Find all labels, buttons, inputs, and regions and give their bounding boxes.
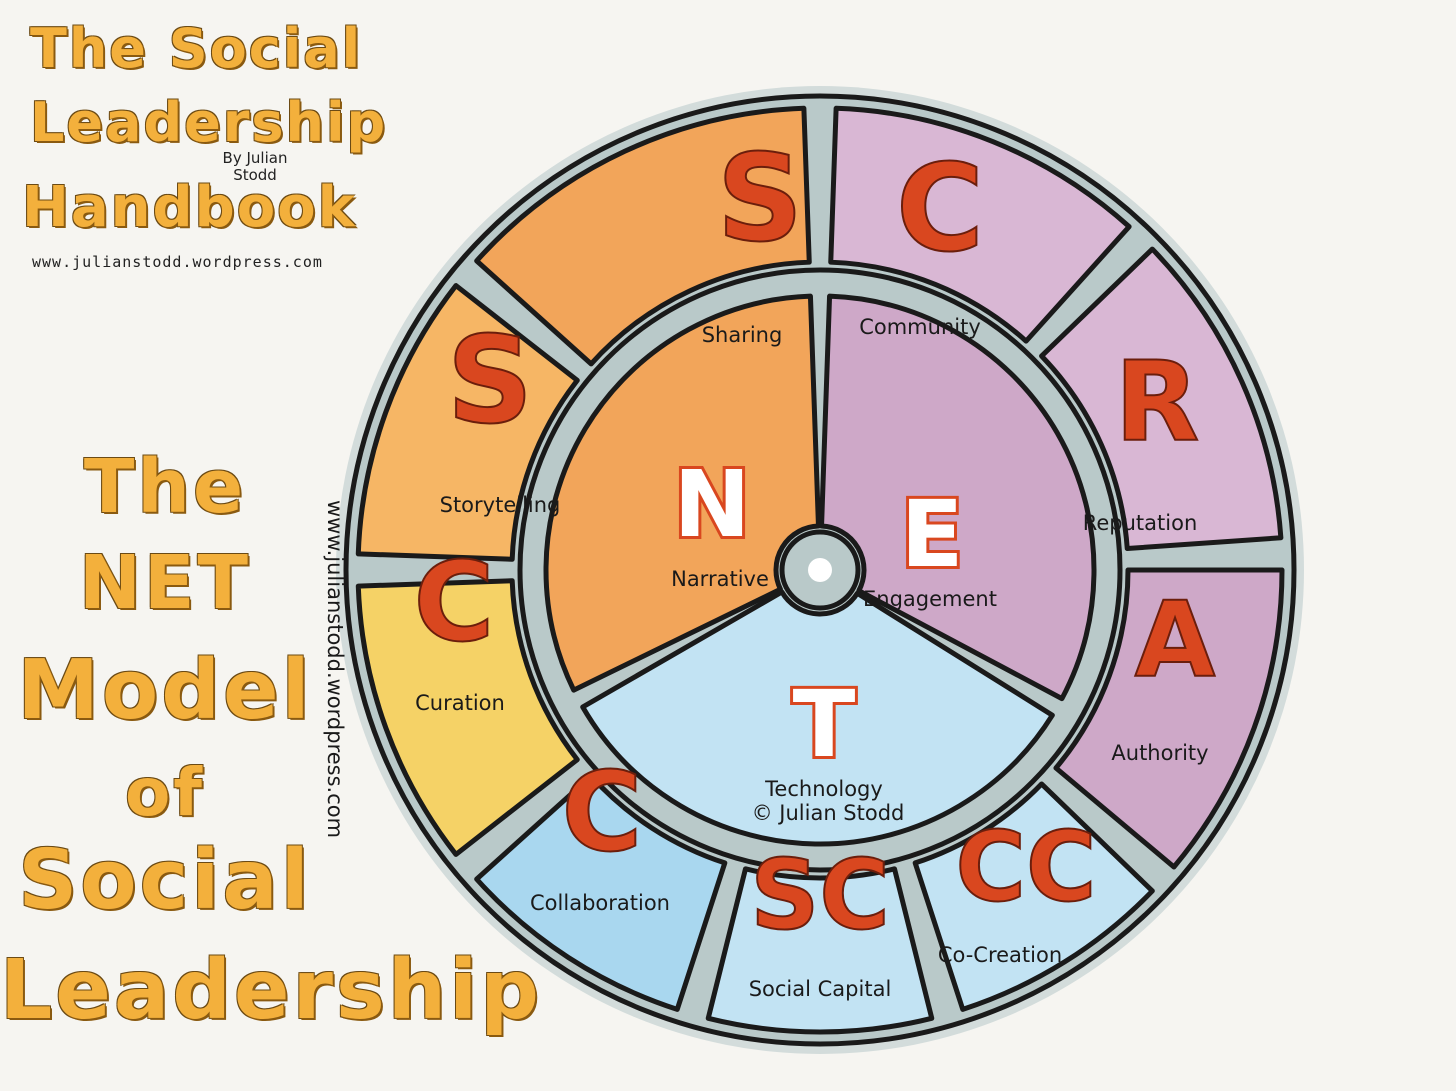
outer-segment-community [828,105,1132,344]
outer-label-community: Community [859,315,981,339]
inner-segment-engagement [819,293,1097,702]
net-model-wheel: SSharingCCommunityRReputationAAuthorityC… [323,86,1304,1054]
outer-letter-community: C [896,140,984,279]
outer-letter-collaboration: C [562,748,643,876]
inner-label-narrative: Narrative [671,567,769,591]
model-title-line-6: Leadership [0,943,542,1038]
outer-segment-social-capital [705,866,935,1035]
outer-segment-co-creation [912,781,1155,1012]
outer-letter-co-creation: CC [956,811,1097,923]
inner-segment-technology [580,589,1055,847]
website-text: www.julianstodd.wordpress.com [32,253,323,271]
byline: By Julian Stodd [222,149,288,185]
outer-label-curation: Curation [415,691,505,715]
outer-segment-storytelling [355,283,580,562]
inner-letter-engagement: E [901,481,964,588]
outer-label-storytelling: Storytelling [440,493,561,517]
book-title-line-2: Leadership [30,91,388,154]
outer-letter-social-capital: SC [750,839,890,951]
model-title-line-4: of [124,754,206,831]
outer-letter-sharing: S [717,130,803,269]
outer-segment-curation [355,578,580,857]
outer-letter-storytelling: S [447,312,533,451]
wheel-shapes [336,86,1304,1054]
model-title-line-2: NET [79,540,251,626]
inner-segment-narrative [543,293,821,693]
outer-segment-sharing [474,105,812,367]
outer-letter-curation: C [414,538,495,666]
outer-label-social-capital: Social Capital [749,977,892,1001]
outer-segment-collaboration [474,773,728,1012]
wheel-text: SSharingCCommunityRReputationAAuthorityC… [323,129,1216,1001]
inner-letter-technology: T [793,671,856,778]
outer-segment-authority [1053,567,1285,870]
outer-letter-reputation: R [1115,338,1200,466]
book-title-line-1: The Social [30,17,363,80]
model-title-line-3: Model [17,643,313,738]
outer-label-collaboration: Collaboration [530,891,670,915]
wheel-hub-hole [808,558,832,582]
model-title-line-5: Social [18,833,312,928]
outer-segment-reputation [1039,246,1284,552]
book-title-line-3: Handbook [22,175,357,240]
model-title-line-1: The [83,444,247,530]
outer-label-sharing: Sharing [702,323,783,347]
inner-label-technology: Technology [764,777,883,801]
inner-letter-narrative: N [674,451,751,558]
outer-letter-authority: A [1135,579,1216,701]
side-url-text: www.julianstodd.wordpress.com [323,500,347,838]
inner-label-engagement: Engagement [863,587,997,611]
outer-label-authority: Authority [1111,741,1208,765]
outer-label-reputation: Reputation [1083,511,1198,535]
copyright-text: © Julian Stodd [752,801,905,825]
outer-label-co-creation: Co-Creation [938,943,1062,967]
